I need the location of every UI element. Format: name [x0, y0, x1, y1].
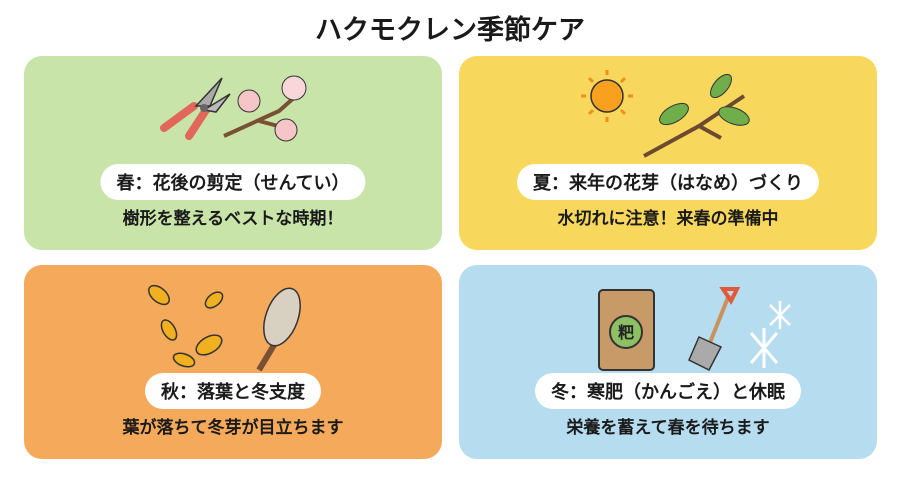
spring-card: 春：花後の剪定（せんてい） 樹形を整えるベストな時期！ — [24, 56, 442, 250]
pruning-shears-and-magnolia-icon — [24, 66, 442, 166]
page-title: ハクモクレン季節ケア — [315, 15, 585, 46]
snowflake-icon — [749, 328, 779, 368]
autumn-text: 葉が落ちて冬芽が目立ちます — [122, 418, 344, 438]
summer-text: 水切れに注意！来春の準備中 — [557, 209, 779, 229]
autumn-card: 秋：落葉と冬支度 葉が落ちて冬芽が目立ちます — [24, 265, 442, 459]
summer-heading: 夏：来年の花芽（はなめ）づくり — [517, 164, 819, 200]
winter-text: 栄養を蓄えて春を待ちます — [566, 418, 770, 438]
fertilizer-bag-shovel-snow-icon: 粑 — [459, 275, 877, 375]
winter-heading: 冬：寒肥（かんごえ）と休眠 — [535, 373, 801, 409]
spring-heading: 春：花後の剪定（せんてい） — [100, 164, 366, 200]
winter-card: 粑 冬：寒肥（かんごえ）と休眠 栄養を蓄えて春を待ちます — [459, 265, 877, 459]
summer-card: 夏：来年の花芽（はなめ）づくり 水切れに注意！来春の準備中 — [459, 56, 877, 250]
spring-text: 樹形を整えるベストな時期！ — [122, 209, 344, 229]
fertilizer-bag-label: 粑 — [618, 323, 634, 342]
sun-and-branch-icon — [459, 66, 877, 166]
falling-leaves-and-winter-bud-icon — [24, 275, 442, 375]
autumn-heading: 秋：落葉と冬支度 — [145, 373, 321, 409]
